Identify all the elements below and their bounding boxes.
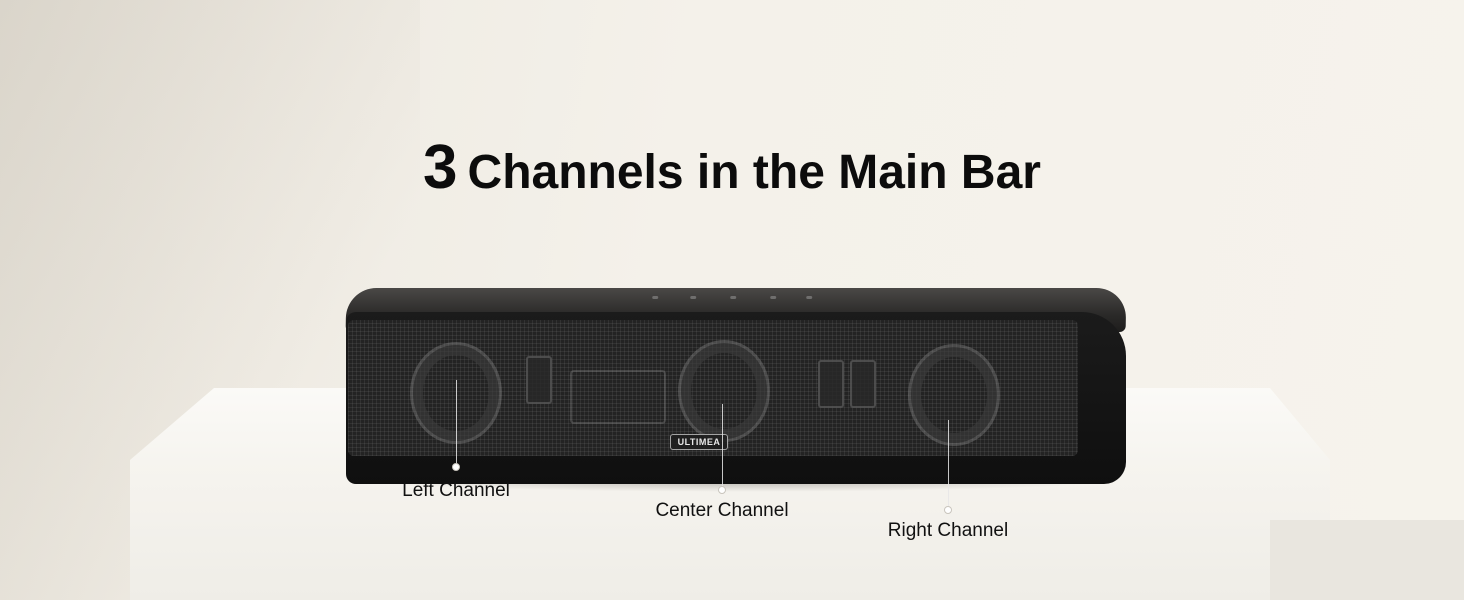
soundbar: ULTIMEA [346, 312, 1126, 484]
right-callout-line [948, 420, 949, 508]
control-button-icon [690, 296, 697, 299]
brand-logo: ULTIMEA [670, 434, 728, 450]
tweeter-icon [850, 360, 876, 408]
center-callout-line [722, 404, 723, 488]
right-channel-label: Right Channel [887, 520, 1009, 541]
control-button-icon [730, 296, 737, 299]
control-button-icon [770, 296, 777, 299]
right-callout-dot [944, 506, 952, 514]
title-number: 3 [423, 133, 458, 202]
center-channel-label: Center Channel [655, 500, 789, 521]
control-button-icon [806, 296, 813, 299]
speaker-grille: ULTIMEA [348, 320, 1078, 456]
title-text: Channels in the Main Bar [467, 146, 1041, 199]
left-channel-label: Left Channel [402, 480, 510, 501]
control-button-icon [652, 296, 659, 299]
left-callout-dot [452, 463, 460, 471]
circuit-board [570, 370, 666, 424]
left-callout-line [456, 380, 457, 466]
center-callout-dot [718, 486, 726, 494]
right-driver-icon [908, 344, 1000, 446]
tweeter-icon [526, 356, 552, 404]
tweeter-icon [818, 360, 844, 408]
pedestal-side [1270, 520, 1464, 600]
center-driver-icon [678, 340, 770, 442]
